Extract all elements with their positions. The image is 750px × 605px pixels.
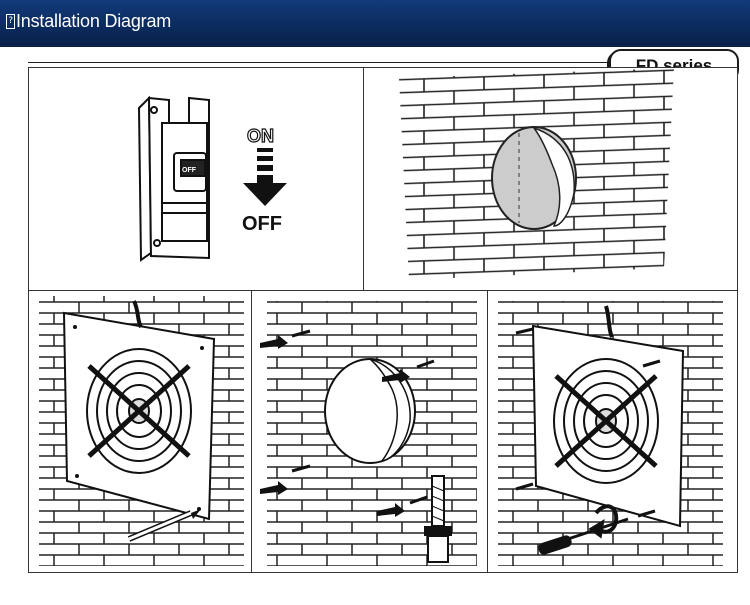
step-panel-screw-fan: [487, 290, 738, 573]
header-title: Installation Diagram: [16, 11, 172, 31]
wall-anchor-icon: [291, 329, 435, 505]
power-off-illustration: OFF ON OFF: [137, 95, 287, 262]
position-fan-illustration: [39, 296, 244, 566]
screw-fan-illustration: [498, 301, 723, 566]
header-marker-icon: ?: [6, 14, 15, 29]
rotate-arrow-icon: [588, 504, 619, 539]
step-panel-drill-anchors: [251, 290, 488, 573]
anchor-arrow-icon: [260, 335, 410, 517]
circuit-breaker-icon: [137, 95, 210, 262]
series-divider-line: [28, 62, 610, 63]
drill-icon: [424, 475, 452, 563]
fan-guard-icon: [86, 348, 192, 474]
header-bar: ? Installation Diagram: [0, 0, 750, 47]
step-panel-cut-hole: [363, 67, 738, 291]
down-arrow-icon: [243, 148, 287, 206]
cut-hole-illustration: [399, 68, 674, 280]
switch-label: OFF: [182, 167, 197, 174]
off-label: OFF: [242, 213, 282, 235]
header-title-group: ? Installation Diagram: [6, 11, 171, 32]
step-panel-power-off: OFF ON OFF: [28, 67, 364, 291]
wall-hole-icon: [491, 126, 577, 230]
fan-guard-icon: [553, 358, 659, 484]
power-cord: [132, 300, 143, 329]
pencil-icon: [127, 509, 201, 542]
step-panel-position-fan: [28, 290, 252, 573]
screw-icon: [515, 327, 661, 518]
on-label: ON: [247, 126, 274, 146]
power-cord: [604, 305, 614, 338]
drill-anchors-illustration: [260, 301, 477, 566]
